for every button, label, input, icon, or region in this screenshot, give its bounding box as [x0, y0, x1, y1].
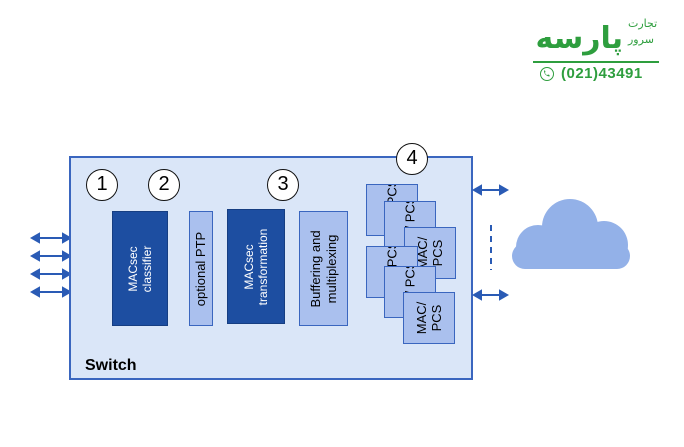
marker-1: 1: [86, 169, 118, 201]
logo-subtitle-2: سرور: [628, 33, 654, 46]
transformation-line-1: MACsec: [242, 243, 256, 290]
marker-4: 4: [396, 143, 428, 175]
mac-pcs-bottom-front: MAC/ PCS: [403, 292, 455, 344]
cloud-icon: [512, 199, 630, 269]
double-arrow-icon: [471, 184, 510, 301]
brand-logo-text: پارسه: [536, 21, 624, 56]
macsec-classifier-block: MACsec classifier: [112, 211, 168, 326]
optional-ptp-label: optional PTP: [193, 231, 208, 306]
brand-logo: پارسه: [536, 21, 624, 56]
mac-pcs-line-2: PCS: [430, 239, 445, 267]
mac-pcs-line-1: MAC/: [414, 301, 429, 335]
phone-icon: [540, 67, 554, 81]
mac-pcs-label: MAC/ PCS: [415, 237, 445, 270]
marker-3: 3: [267, 169, 299, 201]
macsec-transformation-block: MACsec transformation: [227, 209, 285, 324]
right-port-arrows: [471, 184, 510, 301]
marker-2: 2: [148, 169, 180, 201]
buffering-multiplexing-label: Buffering and multiplexing: [308, 230, 340, 307]
optional-ptp-block: optional PTP: [189, 211, 213, 326]
classifier-line-2: classifier: [140, 245, 154, 292]
phone-number: (021)43491: [561, 65, 643, 82]
logo-divider: [533, 61, 659, 63]
buffering-line-1: Buffering and: [307, 229, 323, 308]
buffering-line-2: multiplexing: [323, 234, 339, 303]
classifier-line-1: MACsec: [126, 245, 140, 292]
double-arrow-icon: [30, 232, 72, 298]
macsec-classifier-label: MACsec classifier: [126, 245, 154, 292]
mac-pcs-line-2: PCS: [429, 304, 444, 332]
logo-subtitle-1: تجارت: [628, 17, 658, 30]
left-port-arrows: [30, 232, 72, 298]
macsec-transformation-label: MACsec transformation: [242, 228, 270, 305]
switch-label: Switch: [85, 357, 137, 374]
transformation-line-2: transformation: [256, 228, 270, 305]
mac-pcs-label: MAC/ PCS: [414, 302, 444, 335]
buffering-multiplexing-block: Buffering and multiplexing: [299, 211, 348, 326]
